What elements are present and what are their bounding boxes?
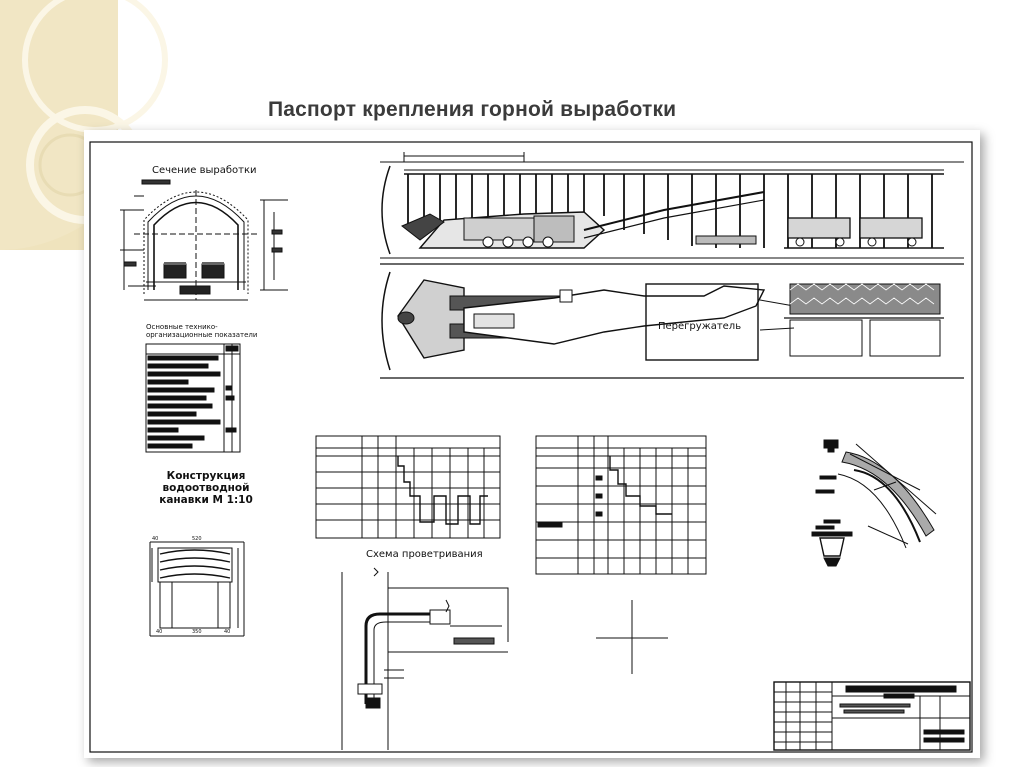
- canal-dim-bottom-mid: 350: [192, 629, 202, 635]
- cross-section-view: [120, 179, 288, 301]
- canal-dim-bottom-right: 40: [224, 629, 231, 635]
- canal-construction: [149, 541, 245, 637]
- schedule-table-2: [535, 435, 707, 575]
- ventilation-scheme: [341, 567, 509, 750]
- reloader-label: Перегружатель: [658, 321, 742, 332]
- indicators-label: Основные технико-организационные показат…: [146, 323, 258, 339]
- canal-label: Конструкция водоотводной канавки М 1:10: [159, 470, 253, 506]
- canal-dim-bottom-left: 40: [156, 629, 163, 635]
- ventilation-label: Схема проветривания: [366, 549, 483, 560]
- schedule-table-1: [315, 435, 501, 539]
- crosshair-mark: [596, 600, 668, 674]
- drawing-sheet: Сечение выработки Основные технико-орган…: [84, 130, 980, 758]
- slide-title: Паспорт крепления горной выработки: [268, 98, 677, 121]
- plan-view: [380, 263, 964, 379]
- section-label: Сечение выработки: [152, 165, 257, 176]
- canal-dim-top-mid: 520: [192, 536, 202, 542]
- canal-dim-top-left: 40: [152, 536, 159, 542]
- support-detail: [811, 439, 937, 567]
- title-block: [773, 681, 971, 751]
- indicators-table: [145, 343, 241, 453]
- technical-drawing: [89, 141, 973, 753]
- longitudinal-section: [380, 152, 964, 259]
